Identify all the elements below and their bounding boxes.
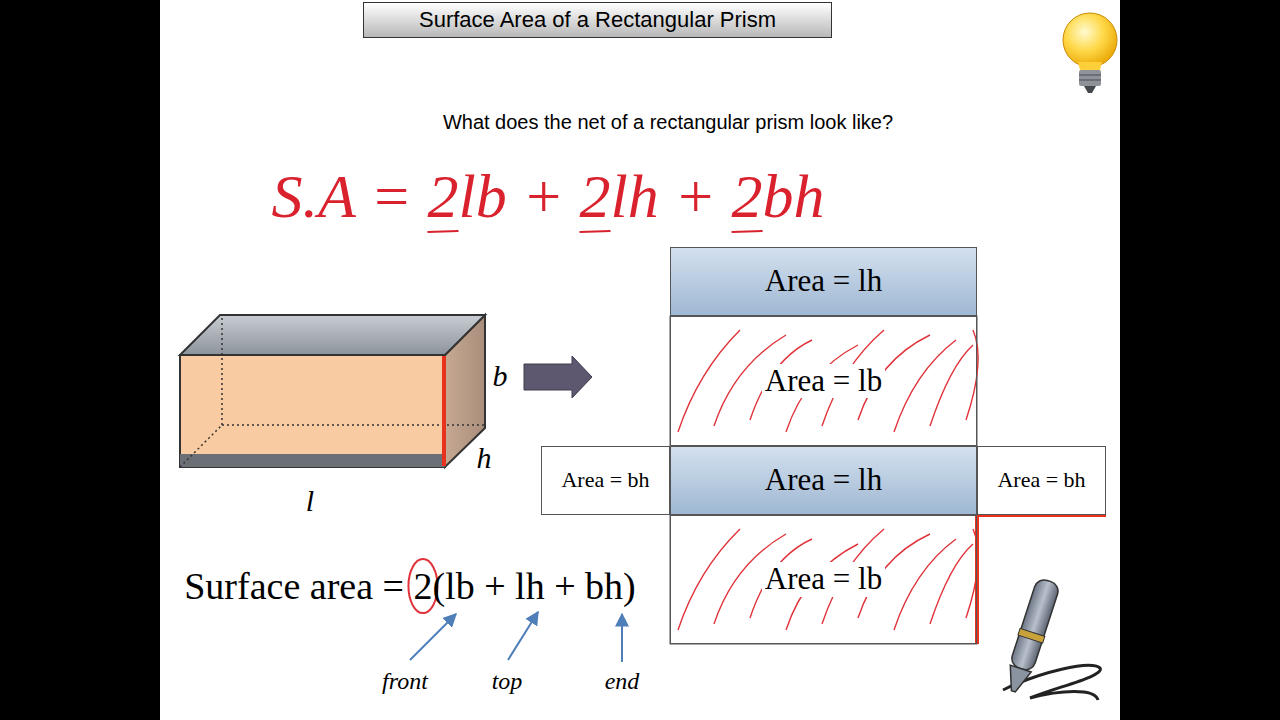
underline-stroke	[427, 231, 458, 232]
face-area-label: Area = lh	[762, 264, 885, 298]
net-face	[670, 515, 977, 644]
underline-stroke	[732, 231, 763, 232]
net-face-shaded: Area = lh	[670, 446, 977, 515]
title-box: Surface Area of a Rectangular Prism	[363, 2, 832, 38]
net-face: Area = lb	[670, 316, 977, 446]
edge-highlight	[975, 515, 979, 644]
prism-illustration	[180, 315, 485, 467]
net-face	[670, 316, 977, 446]
face-name: end	[605, 668, 640, 694]
face-name: top	[492, 668, 523, 694]
lightbulb-icon	[1063, 13, 1117, 93]
pointer-arrows	[410, 612, 622, 662]
formula: Surface area = 2(lb + lh + bh)	[184, 566, 636, 608]
net-face: Area = lb	[670, 515, 977, 644]
handwritten-formula: S.A = 2lb + 2lh + 2bh	[271, 162, 824, 230]
face-area-label: Area = bh	[558, 468, 652, 492]
net-face-shaded: Area = lh	[670, 247, 977, 316]
face-area-label: Area = lb	[762, 562, 885, 596]
pen-icon	[1001, 577, 1100, 700]
underline-stroke	[580, 231, 611, 232]
question-text: What does the net of a rectangular prism…	[443, 111, 893, 133]
face-area-label: Area = lh	[762, 463, 885, 497]
face-area-label: Area = lb	[762, 364, 885, 398]
block-arrow	[524, 356, 592, 398]
dimension-label: l	[306, 484, 314, 517]
face-name: front	[382, 668, 428, 694]
title-text: Surface Area of a Rectangular Prism	[419, 7, 776, 33]
net-face: Area = bh	[541, 446, 670, 515]
dimension-label: b	[493, 359, 508, 392]
face-area-label: Area = bh	[994, 468, 1088, 492]
net-face: Area = bh	[977, 446, 1106, 515]
dimension-label: h	[477, 441, 492, 474]
